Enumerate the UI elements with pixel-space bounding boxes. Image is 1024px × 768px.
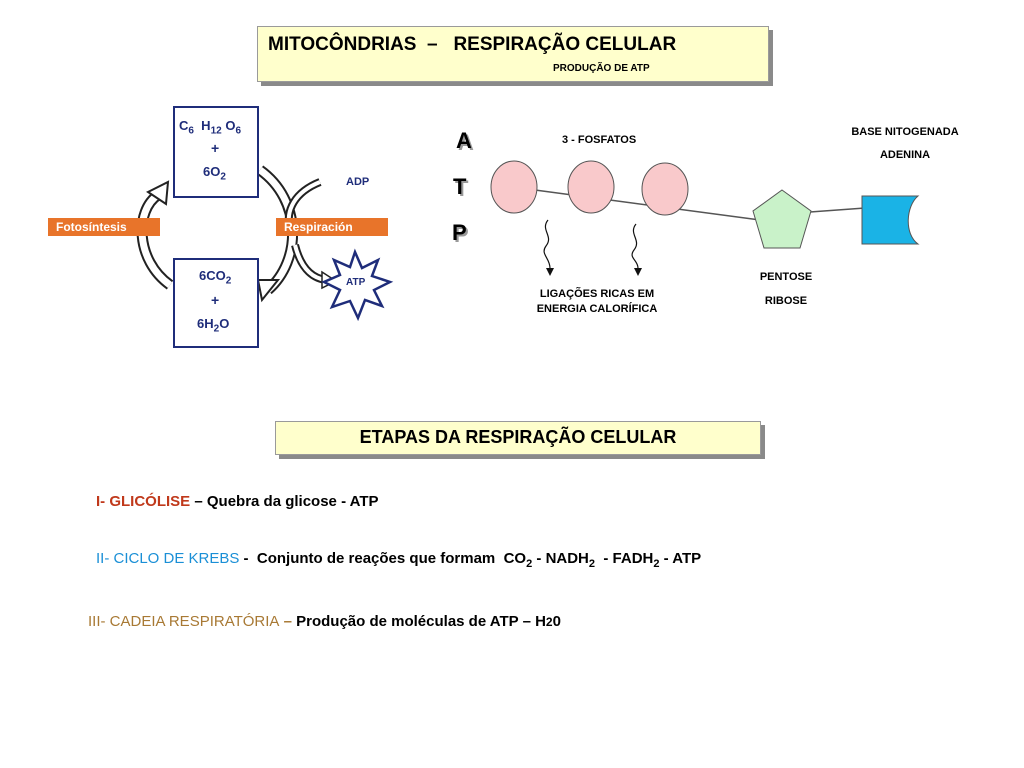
pentose-ribose-shape [752, 189, 812, 249]
bonds-label-line2: ENERGIA CALORÍFICA [536, 303, 658, 315]
step-1-prefix: I- GLICÓLISE [96, 493, 191, 510]
pentose-label-line2: RIBOSE [764, 295, 808, 307]
step-2-text: Conjunto de reações que formam CO [252, 550, 527, 567]
phosphate-1 [490, 160, 538, 214]
phosphates-label: 3 - FOSFATOS [562, 134, 637, 146]
right-arrow-head [256, 279, 281, 303]
page-subtitle: PRODUÇÃO DE ATP [553, 63, 650, 74]
photosynthesis-tag: Fotosíntesis [48, 218, 160, 236]
atp-letter-a: A [456, 128, 472, 153]
oxygen-formula: 6O2 [203, 164, 226, 183]
phosphate-3 [641, 162, 689, 216]
step-2-text4: - ATP [659, 550, 702, 567]
phosphate-2 [567, 160, 615, 214]
bonds-label-line1: LIGAÇÕES RICAS EM [539, 288, 655, 300]
step-2-sub1: 2 [526, 558, 533, 570]
glucose-plus: + [211, 140, 220, 156]
atp-star-shape [321, 248, 394, 322]
pentose-label-line1: PENTOSE [759, 271, 813, 283]
step-1-text: Quebra da glicose - ATP [206, 493, 379, 510]
adenine-base-shape [861, 195, 920, 245]
step-2-text2: - NADH [532, 550, 589, 567]
title-box: MITOCÔNDRIAS – RESPIRAÇÃO CELULAR PRODUÇ… [257, 26, 769, 82]
step-3-prefix: III- CADEIA RESPIRATÓRIA [88, 613, 280, 630]
step-3-sep: – [279, 613, 297, 630]
step-2-prefix: II- CICLO DE KREBS [96, 550, 240, 567]
atp-letter-t: T [453, 174, 467, 199]
step-glicolise: I- GLICÓLISE – Quebra da glicose - ATP [96, 493, 379, 510]
left-arrow-head [146, 180, 170, 206]
products-box: 6CO2 + 6H2O [173, 258, 259, 348]
etapas-box: ETAPAS DA RESPIRAÇÃO CELULAR [275, 421, 761, 455]
step-2-sub2: 2 [588, 558, 596, 570]
adp-label: ADP [346, 176, 370, 188]
step-3-text2: 0 [552, 613, 561, 630]
atp-star-label: ATP [346, 277, 366, 288]
step-krebs: II- CICLO DE KREBS - Conjunto de reações… [96, 550, 701, 570]
co2-formula: 6CO2 [199, 268, 232, 287]
step-3-text: Produção de moléculas de ATP – H [296, 613, 546, 630]
water-formula: 6H2O [197, 316, 230, 335]
atp-molecule [490, 160, 920, 276]
step-2-sep: - [239, 550, 253, 567]
etapas-title: ETAPAS DA RESPIRAÇÃO CELULAR [359, 427, 677, 447]
step-2-text3: - FADH [595, 550, 654, 567]
atp-letter-p: P [452, 220, 467, 245]
step-1-sep: – [190, 493, 207, 510]
respiration-tag: Respiración [276, 218, 388, 236]
page-title: MITOCÔNDRIAS – RESPIRAÇÃO CELULAR [268, 34, 677, 55]
base-label-line2: ADENINA [879, 149, 931, 161]
products-plus: + [211, 292, 220, 308]
base-label-line1: BASE NITOGENADA [851, 126, 959, 138]
step-2-sub3: 2 [653, 558, 660, 570]
step-cadeia: III- CADEIA RESPIRATÓRIA – Produção de m… [88, 613, 561, 630]
step-3-sub1: 2 [545, 615, 553, 629]
glucose-box: C6 H12 O6 + 6O2 [173, 106, 259, 198]
glucose-formula: C6 H12 O6 [179, 118, 241, 137]
